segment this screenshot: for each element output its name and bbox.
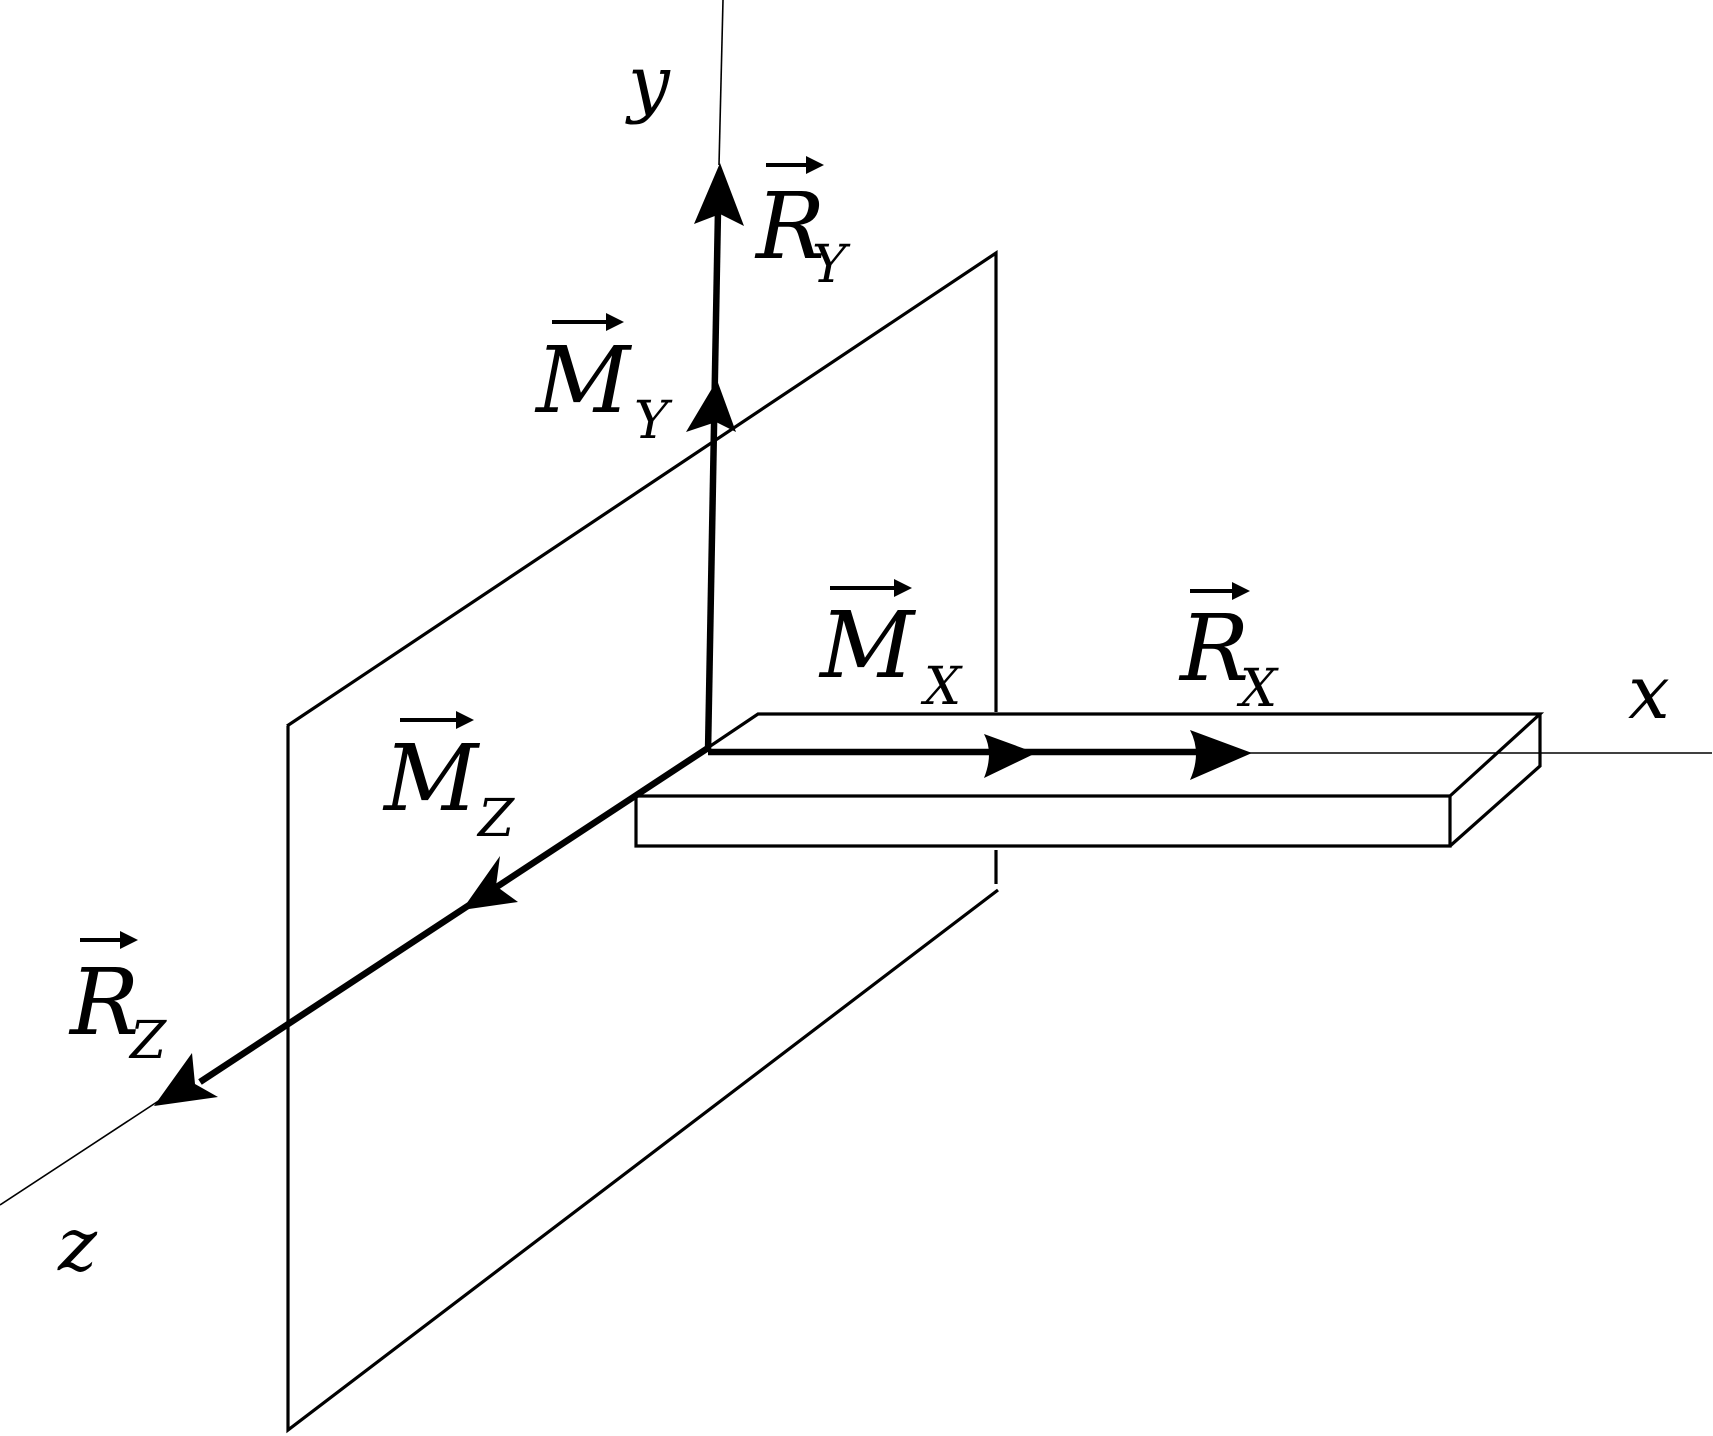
svg-text:M: M xyxy=(382,725,481,832)
svg-text:R: R xyxy=(68,949,139,1056)
svg-text:Z: Z xyxy=(128,1011,167,1071)
vector-lines xyxy=(198,209,1200,1085)
label-rx: R X xyxy=(1178,582,1279,719)
mz-arrowhead xyxy=(462,856,518,910)
svg-text:R: R xyxy=(1178,595,1249,702)
label-rz: R Z xyxy=(68,931,167,1071)
label-mx: M X xyxy=(818,579,963,717)
svg-text:X: X xyxy=(1236,659,1279,719)
label-my: M Y xyxy=(534,313,673,451)
rz-arrowhead xyxy=(154,1053,218,1106)
svg-text:R: R xyxy=(754,173,825,280)
ry-arrowhead xyxy=(694,163,744,226)
y-axis-line xyxy=(718,0,724,166)
label-mz: M Z xyxy=(382,711,515,849)
my-arrowhead xyxy=(686,380,736,432)
axis-label-y: y xyxy=(625,40,671,126)
svg-text:M: M xyxy=(818,592,917,699)
label-ry: R Y xyxy=(754,156,851,295)
z-axis-line xyxy=(0,1099,161,1206)
rx-arrowhead xyxy=(1190,730,1252,780)
svg-text:Y: Y xyxy=(634,391,673,451)
wall-plane xyxy=(286,250,999,1434)
axis-label-z: z xyxy=(57,1202,98,1288)
svg-text:M: M xyxy=(534,327,633,434)
svg-text:Y: Y xyxy=(812,235,851,295)
svg-text:Z: Z xyxy=(476,789,515,849)
svg-text:X: X xyxy=(920,657,963,717)
mx-arrowhead xyxy=(984,734,1036,778)
axis-label-x: x xyxy=(1628,650,1670,736)
beam xyxy=(634,712,1545,848)
